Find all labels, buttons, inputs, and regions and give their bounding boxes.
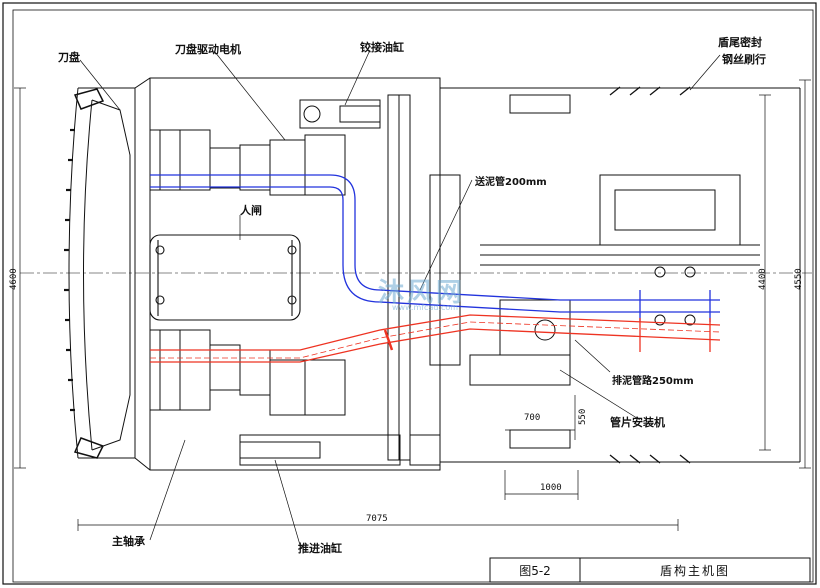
dimension-lines	[14, 79, 811, 531]
label-manhole: 人闸	[240, 204, 262, 217]
label-thrust-cylinder: 推进油缸	[298, 542, 342, 555]
dim-erector-offset: 1000	[540, 483, 562, 493]
label-slurry-discharge-pipe: 排泥管路250mm	[612, 376, 694, 387]
dim-right-outer: 4550	[794, 268, 804, 290]
label-cutter-head: 刀盘	[58, 51, 80, 64]
segment-erector	[429, 174, 571, 386]
title-block	[489, 557, 811, 583]
manhole-lock	[149, 234, 301, 321]
dim-erector-depth: 550	[578, 408, 588, 425]
label-segment-erector: 管片安装机	[610, 416, 665, 429]
dim-overall-length: 7075	[366, 514, 388, 524]
label-cutter-drive-motor: 刀盘驱动电机	[175, 43, 241, 56]
articulation-cylinder	[299, 99, 381, 129]
slurry-feed-pipe	[150, 174, 720, 322]
leader-lines	[79, 49, 721, 546]
dim-erector-width: 700	[524, 413, 541, 423]
label-wire-brush: 钢丝刷行	[722, 53, 766, 66]
shield-body	[78, 77, 801, 471]
watermark-url: www.mfcad.com	[392, 303, 459, 312]
watermark-logo: 沐风网	[378, 278, 466, 308]
label-articulation-cylinder: 铰接油缸	[360, 41, 404, 54]
label-main-bearing: 主轴承	[112, 535, 145, 548]
drive-motor-bottom	[149, 329, 346, 416]
dim-right-inner: 4400	[758, 268, 768, 290]
thrust-cylinder	[239, 434, 441, 466]
trailer-platform	[480, 94, 760, 449]
drawing-title: 盾构主机图	[659, 563, 730, 578]
figure-number: 图5-2	[519, 563, 551, 578]
cutter-head	[64, 87, 131, 459]
drawing-inner-frame	[12, 9, 814, 583]
label-slurry-feed-pipe: 送泥管200mm	[475, 177, 547, 188]
label-tail-seal: 盾尾密封	[718, 36, 762, 49]
dim-left-height: 4600	[9, 268, 19, 290]
tail-seal	[609, 86, 691, 464]
drive-motor-top	[149, 129, 346, 196]
slurry-discharge-pipe	[150, 314, 721, 363]
